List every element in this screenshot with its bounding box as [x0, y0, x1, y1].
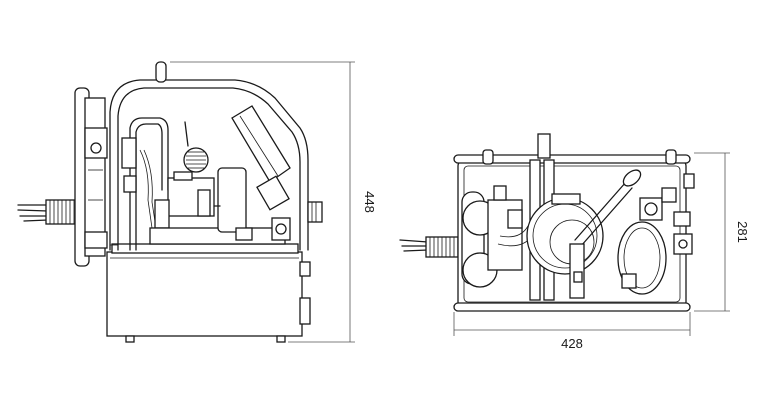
top-valves	[639, 173, 695, 255]
top-motor-ends	[461, 185, 533, 288]
side-motor	[231, 105, 323, 223]
dimension-width-top: 428	[453, 312, 691, 351]
dimension-height-top: 281	[694, 152, 750, 312]
top-pipe	[569, 169, 642, 299]
side-motor-plate	[74, 87, 108, 267]
side-oil-tank	[106, 243, 311, 343]
dimension-label-281: 281	[735, 221, 750, 243]
side-internal-components	[121, 117, 291, 251]
dimension-label-448: 448	[362, 191, 377, 213]
side-view: 448	[17, 61, 377, 343]
top-pressure-gauge	[617, 221, 667, 295]
top-view: 281 428	[399, 133, 750, 351]
dimension-label-428: 428	[561, 336, 583, 351]
top-hose-bundle	[399, 236, 459, 258]
side-roll-cage	[109, 61, 309, 251]
dimension-height-side: 448	[170, 61, 377, 343]
side-hose-bundle	[17, 199, 77, 225]
